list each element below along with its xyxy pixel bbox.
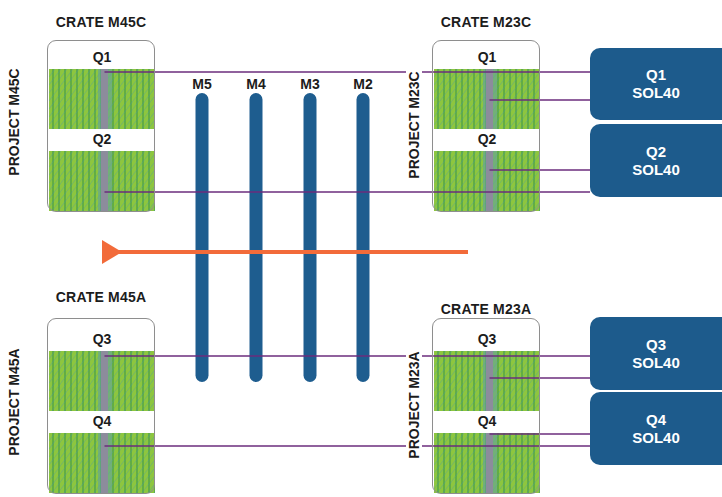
fibre-link — [155, 355, 590, 357]
fibre-stub — [490, 377, 541, 379]
quadrant-label: Q2 — [49, 131, 155, 148]
quadrant-label: Q2 — [434, 131, 540, 148]
quadrant-module: Q1 — [49, 49, 155, 129]
bus-bar — [357, 93, 370, 382]
fibre-link — [540, 377, 590, 379]
module-board — [49, 151, 155, 211]
bus-label: M2 — [352, 76, 373, 92]
quadrant-module: Q3 — [434, 331, 540, 411]
quadrant-label: Q4 — [434, 413, 540, 430]
quadrant-label: Q4 — [49, 413, 155, 430]
quadrant-module: Q2 — [49, 131, 155, 211]
crate-name: CRATE M45C — [56, 14, 146, 30]
bus-label: M3 — [299, 76, 320, 92]
bus-bar — [304, 93, 317, 382]
fibre-link — [155, 71, 590, 73]
quadrant-label: Q1 — [434, 49, 540, 66]
sol40-label: Q4 SOL40 — [632, 411, 680, 447]
crate-box: CRATE M23AQ3Q4 — [432, 318, 540, 494]
module-board — [49, 351, 155, 411]
crate-box: CRATE M23CQ1Q2 — [432, 40, 540, 212]
crate-name: CRATE M23C — [441, 14, 531, 30]
fibre-stub — [490, 169, 541, 171]
quadrant-label: Q3 — [49, 331, 155, 348]
fibre-stub — [490, 99, 541, 101]
project-label: PROJECT M45A — [6, 347, 22, 456]
bus-bar — [250, 93, 263, 382]
crate-name: CRATE M45A — [56, 289, 146, 305]
fibre-link — [155, 445, 590, 447]
module-board — [49, 433, 155, 493]
fibre-stub — [105, 71, 156, 73]
quadrant-module: Q4 — [434, 413, 540, 493]
bus-bar — [196, 93, 209, 382]
quadrant-module: Q1 — [434, 49, 540, 129]
fibre-link — [155, 191, 590, 193]
fibre-link — [540, 433, 590, 435]
fibre-stub — [490, 433, 541, 435]
module-board — [434, 69, 540, 129]
crate-name: CRATE M23A — [441, 301, 531, 317]
fibre-link — [540, 169, 590, 171]
sol40-label: Q2 SOL40 — [632, 143, 680, 179]
fibre-link — [540, 99, 590, 101]
sol40-label: Q1 SOL40 — [632, 66, 680, 102]
bus-label: M4 — [245, 76, 266, 92]
module-board — [434, 351, 540, 411]
project-label: PROJECT M23C — [406, 70, 422, 179]
module-board — [49, 69, 155, 129]
bus-label: M5 — [191, 76, 212, 92]
crate-box: CRATE M45AQ3Q4 — [47, 318, 155, 494]
module-board — [434, 151, 540, 211]
sol40-box: Q3 SOL40 — [590, 317, 722, 390]
project-label: PROJECT M23A — [406, 350, 422, 459]
migration-arrow — [118, 250, 468, 254]
sol40-box: Q2 SOL40 — [590, 124, 722, 197]
sol40-label: Q3 SOL40 — [632, 336, 680, 372]
quadrant-module: Q3 — [49, 331, 155, 411]
sol40-box: Q1 SOL40 — [590, 48, 722, 120]
fibre-stub — [105, 355, 156, 357]
project-label: PROJECT M45C — [6, 67, 22, 176]
quadrant-label: Q3 — [434, 331, 540, 348]
fibre-stub — [105, 445, 156, 447]
crate-box: CRATE M45CQ1Q2 — [47, 40, 155, 212]
sol40-box: Q4 SOL40 — [590, 392, 722, 465]
fibre-stub — [105, 191, 156, 193]
quadrant-module: Q2 — [434, 131, 540, 211]
quadrant-label: Q1 — [49, 49, 155, 66]
module-board — [434, 433, 540, 493]
quadrant-module: Q4 — [49, 413, 155, 493]
